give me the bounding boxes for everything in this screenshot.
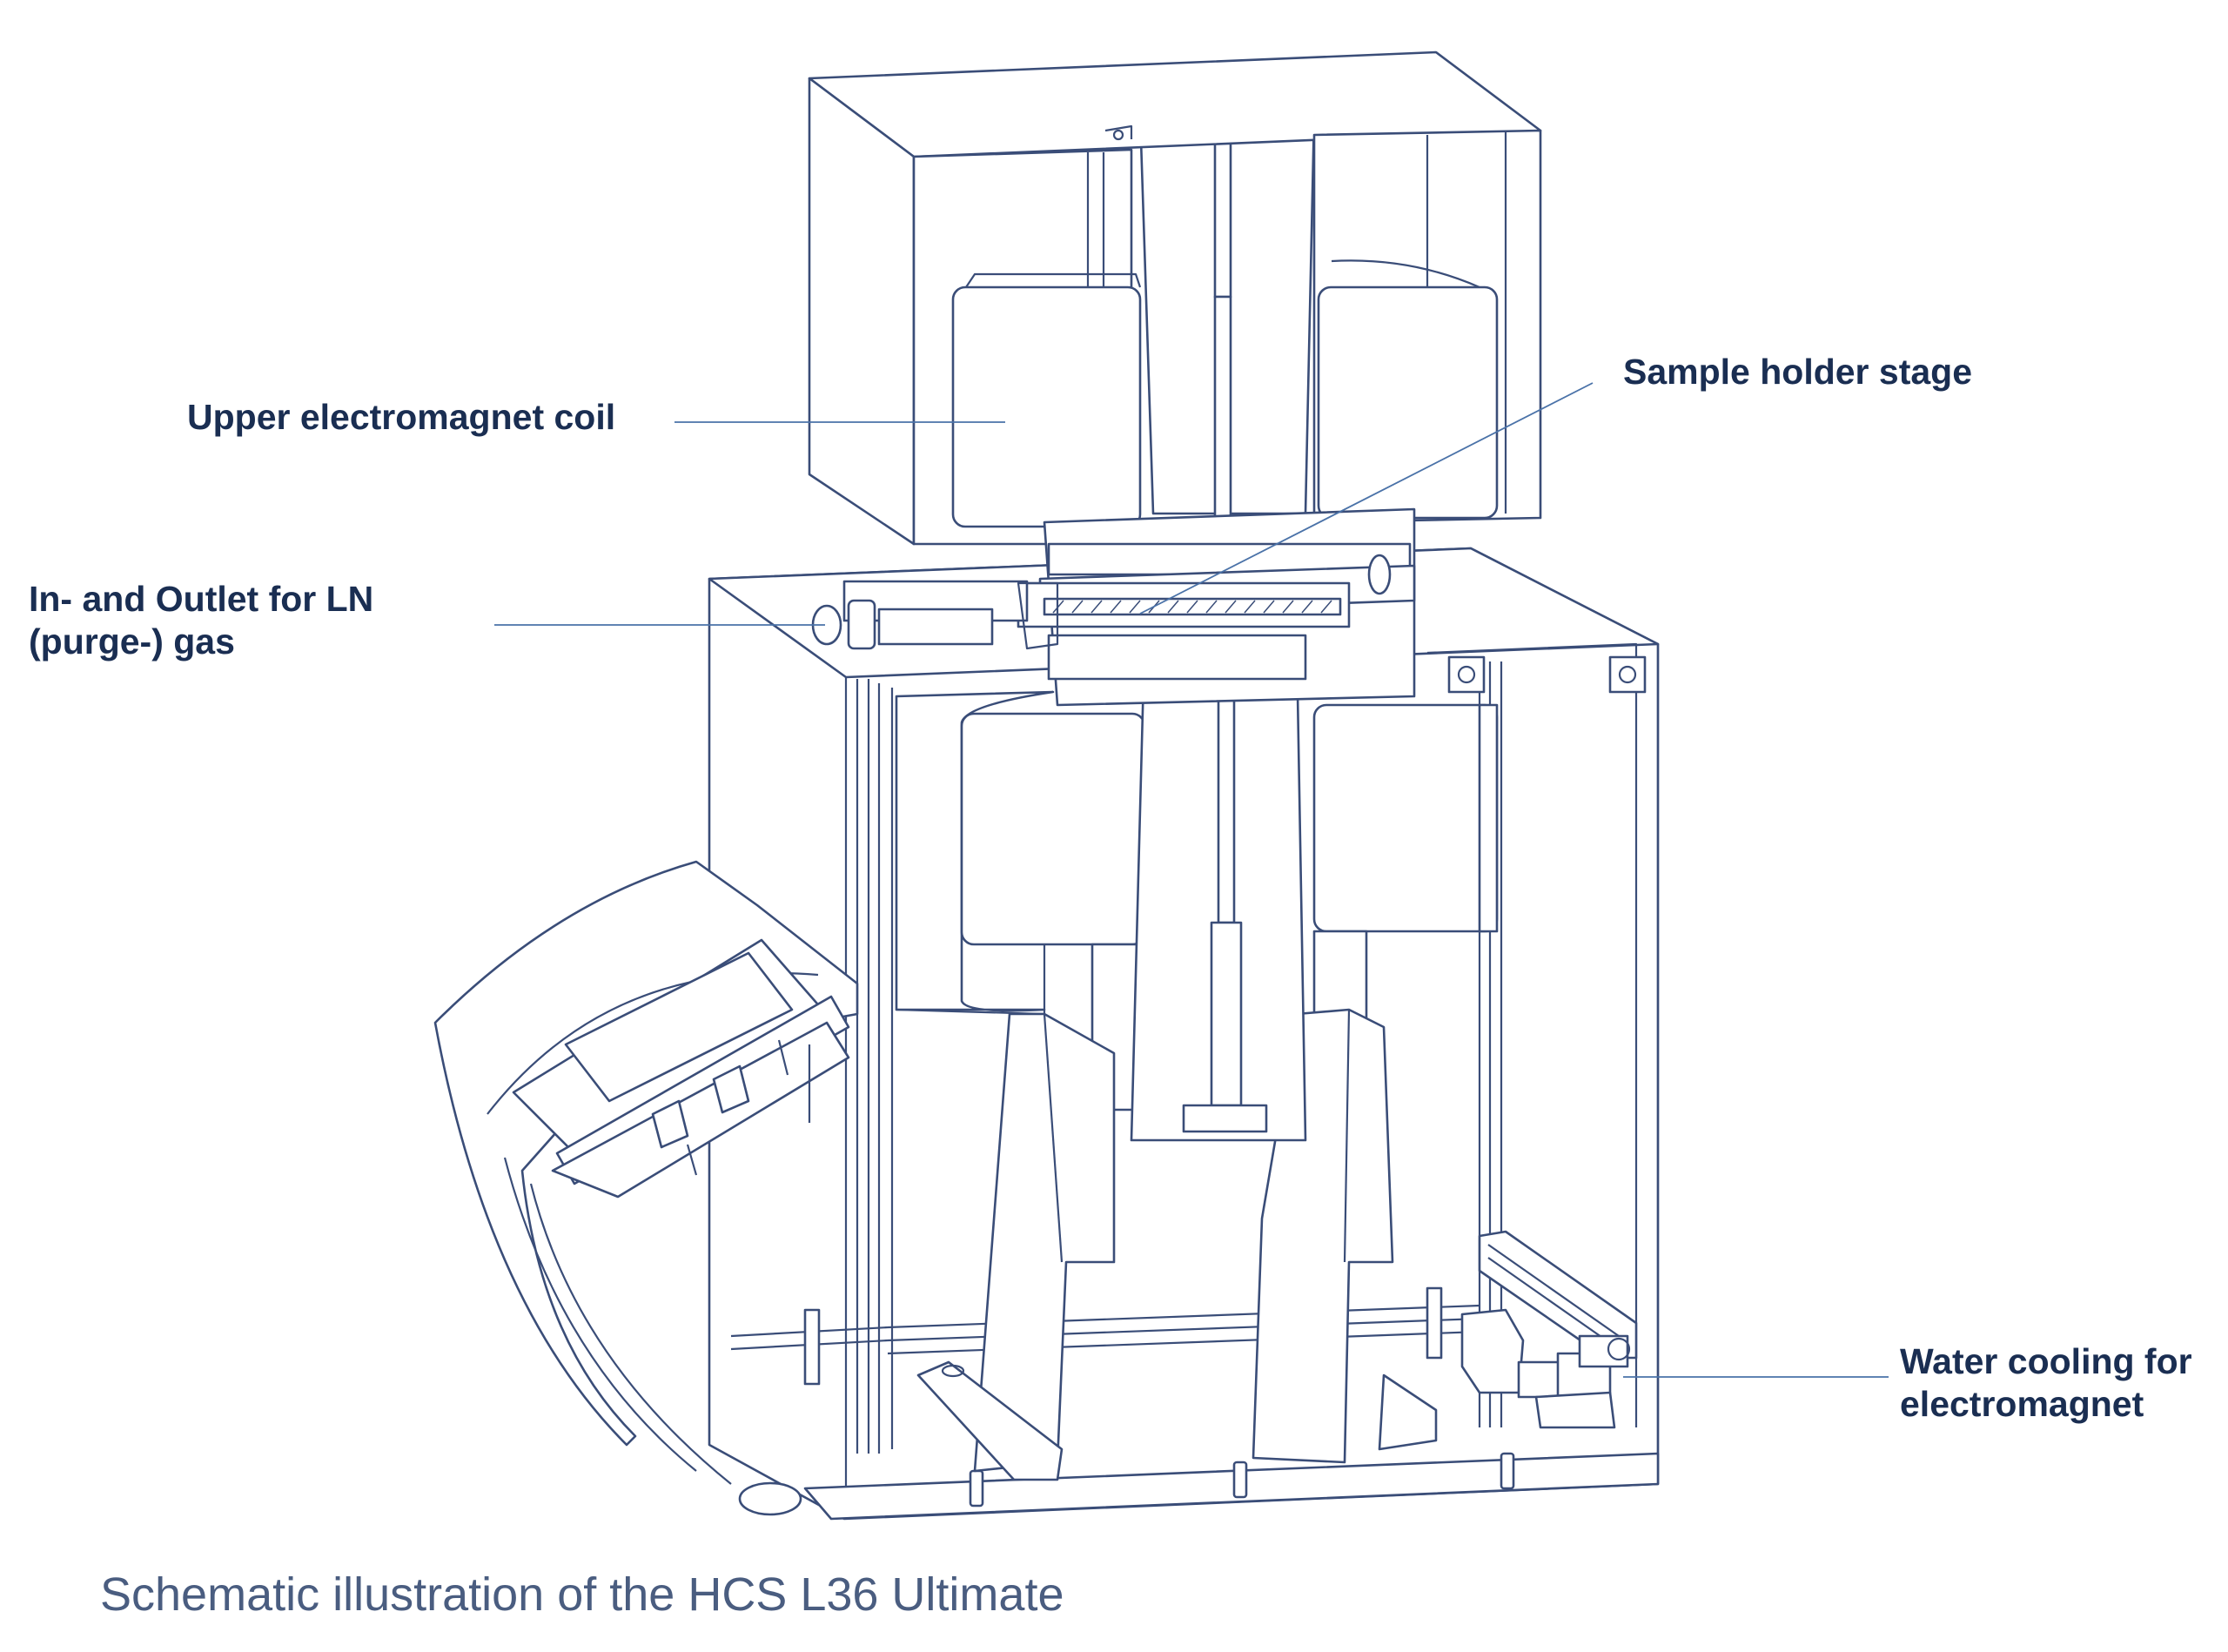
label-water-cooling: Water cooling for electromagnet [1900,1341,2192,1424]
label-ln-gas-inlet: In- and Outlet for LN (purge-) gas [29,579,374,661]
label-upper-electromagnet-coil: Upper electromagnet coil [187,397,616,437]
upper-electromagnet-coil [951,259,1499,528]
lower-electromagnet-coil [895,690,1499,1111]
leader-sample-stage [1139,382,1594,614]
figure-caption: Schematic illustration of the HCS L36 Ul… [100,1568,1064,1621]
water-cooling-unit [1460,1230,1638,1429]
leader-lines [494,382,1889,1378]
label-sample-holder-stage: Sample holder stage [1623,352,1973,392]
sample-holder-stage [811,507,1416,707]
sample-slot-hatch [1052,600,1332,614]
central-column [1130,94,1316,1142]
control-panel [433,860,859,1485]
